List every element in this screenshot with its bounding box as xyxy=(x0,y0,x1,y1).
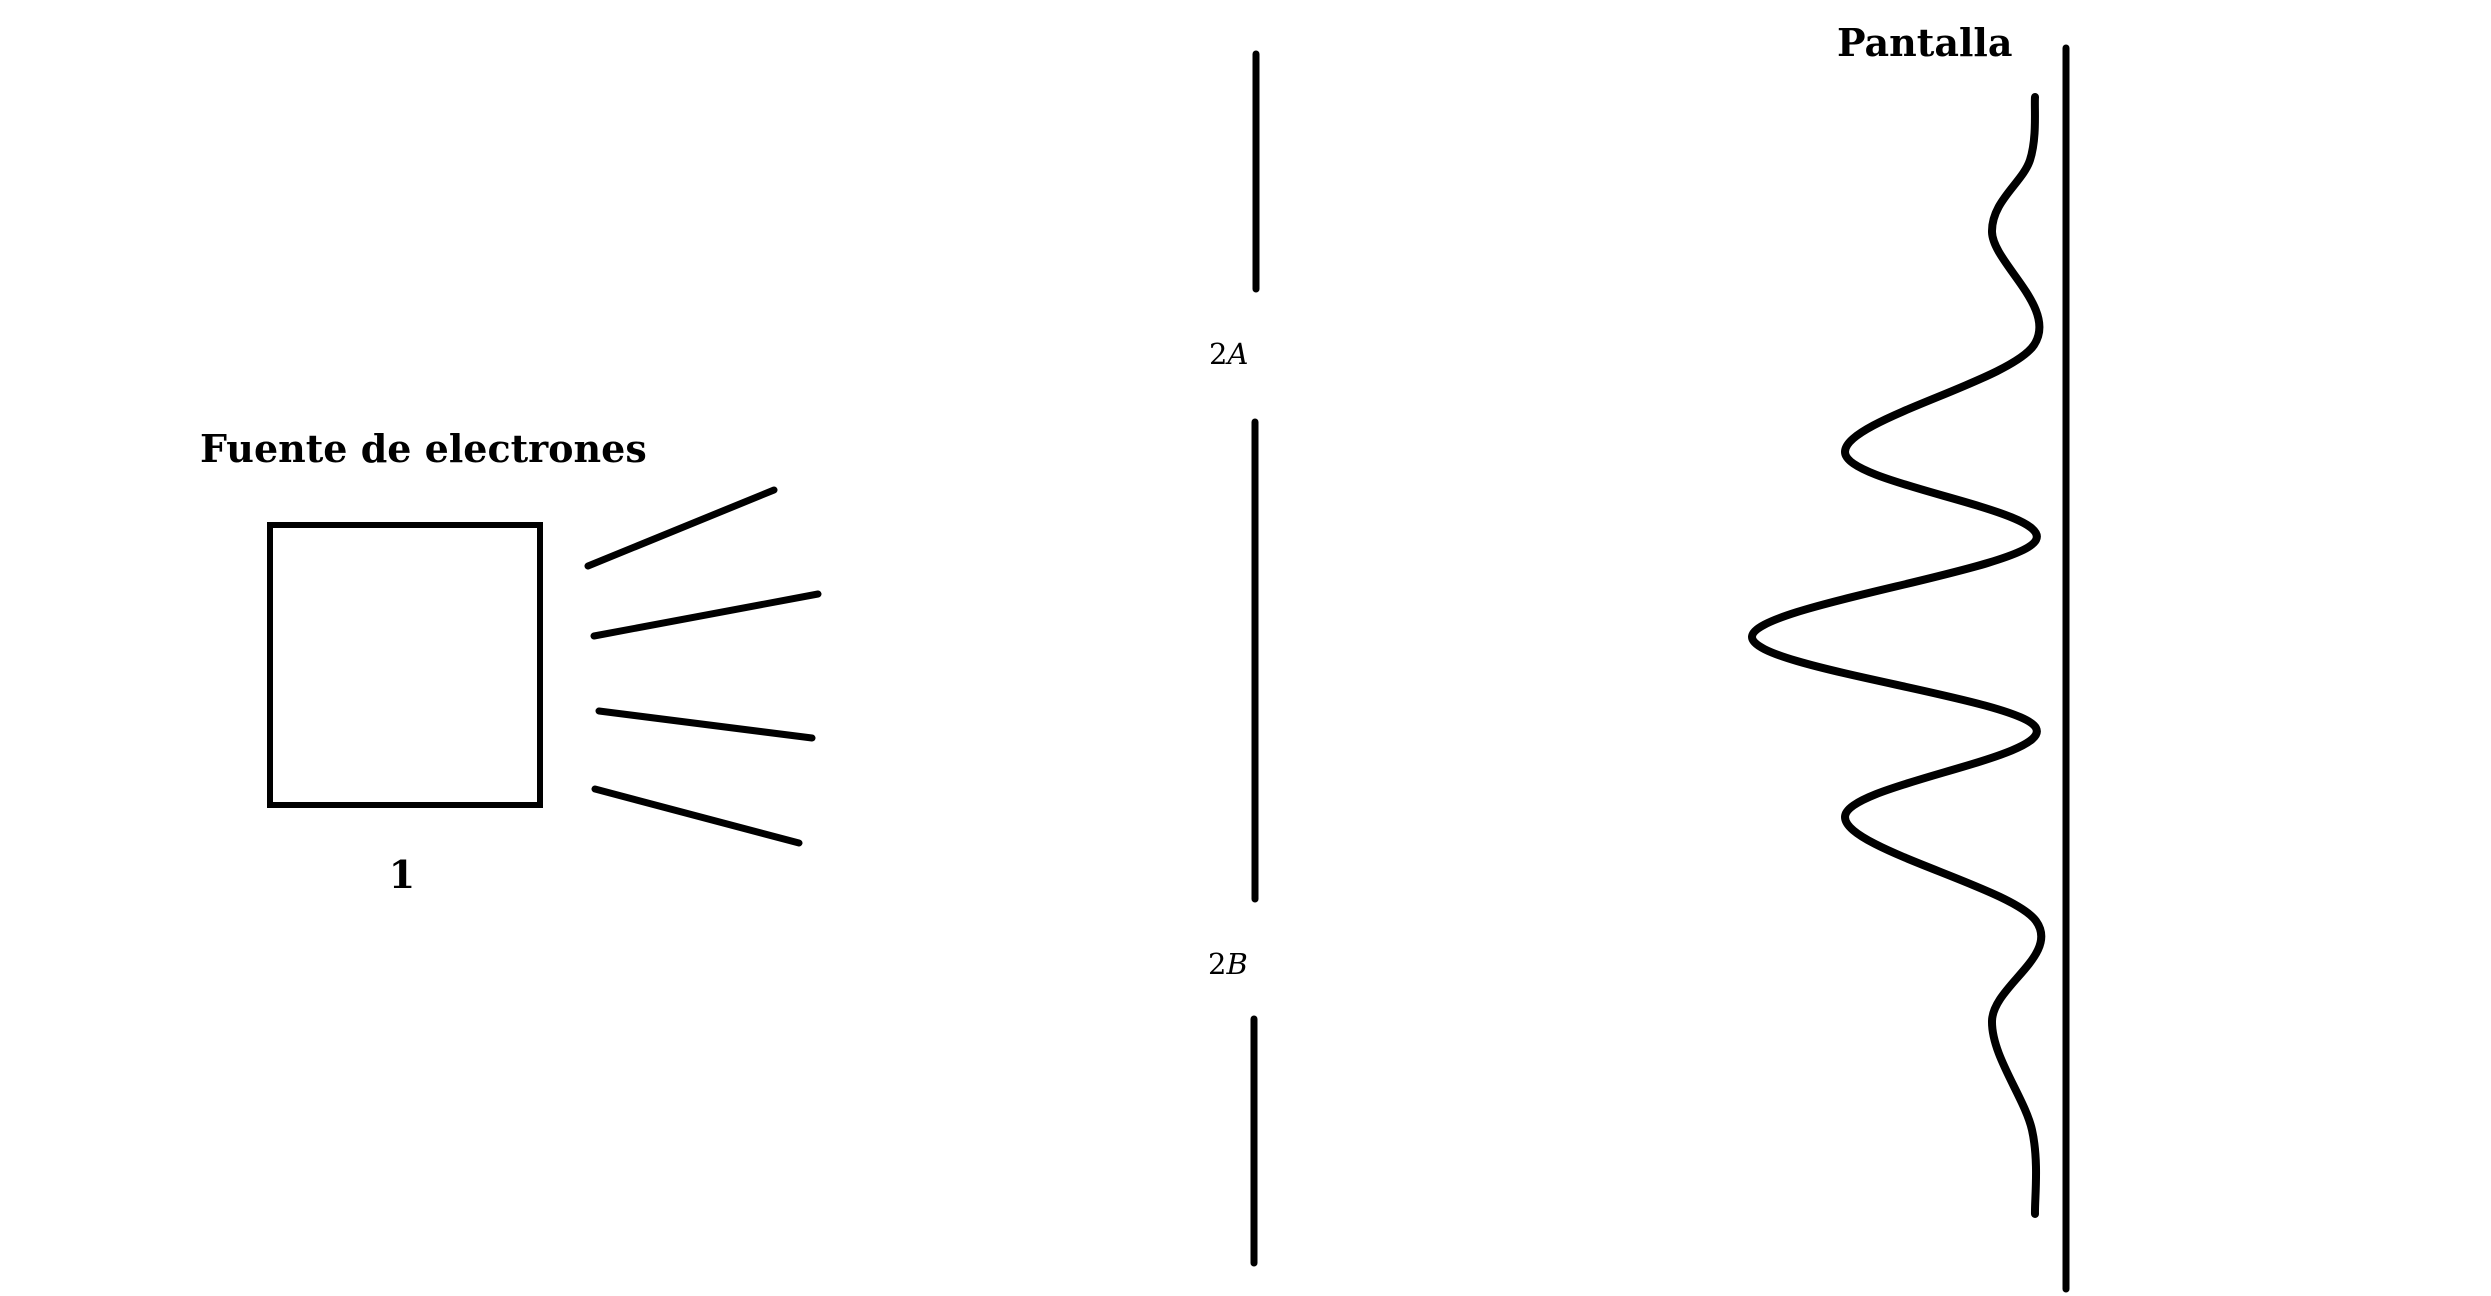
slit-a-letter: A xyxy=(1224,337,1248,371)
emission-ray-4 xyxy=(591,785,803,847)
source-number: 1 xyxy=(389,852,415,897)
emission-ray-1 xyxy=(584,486,778,570)
interference-pattern-curve xyxy=(1748,93,2046,1218)
emission-ray-2 xyxy=(590,590,822,640)
emission-ray-3 xyxy=(595,707,816,742)
electron-source-box xyxy=(267,522,543,808)
slit-b-letter: B xyxy=(1225,947,1247,981)
slit-a-prefix: 2 xyxy=(1209,337,1227,371)
slit-b-label: 2B xyxy=(1208,947,1248,981)
screen-title: Pantalla xyxy=(1837,20,2012,65)
slit-b-prefix: 2 xyxy=(1208,947,1226,981)
source-title: Fuente de electrones xyxy=(200,426,647,471)
slit-a-label: 2A xyxy=(1209,337,1248,371)
